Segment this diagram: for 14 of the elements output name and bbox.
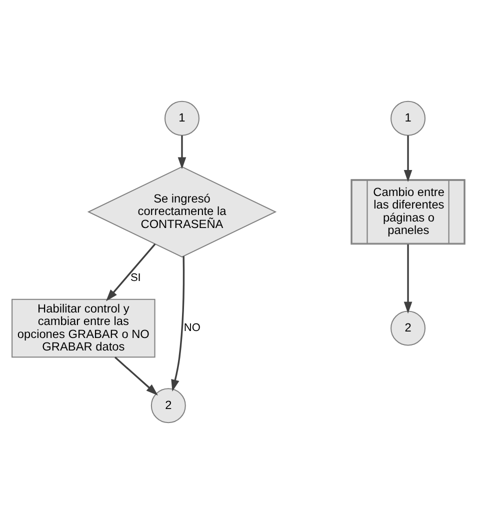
arrow xyxy=(404,135,412,182)
node-circle: 2 xyxy=(390,310,426,346)
arrow xyxy=(178,135,186,170)
node-circle: 2 xyxy=(150,388,186,424)
arrow xyxy=(171,256,185,392)
node-circle: 1 xyxy=(390,100,426,136)
arrow xyxy=(404,244,412,314)
node-diamond: Se ingresó correctamente la CONTRASEÑA xyxy=(87,166,277,258)
edge-label: SI xyxy=(130,272,141,284)
edge-label: NO xyxy=(184,322,200,334)
node-circle: 1 xyxy=(164,100,200,136)
arrow xyxy=(114,356,158,396)
node-box: Habilitar control y cambiar entre las opciones GRABAR o NO GRABAR datos xyxy=(12,298,156,358)
arrow xyxy=(106,244,156,302)
